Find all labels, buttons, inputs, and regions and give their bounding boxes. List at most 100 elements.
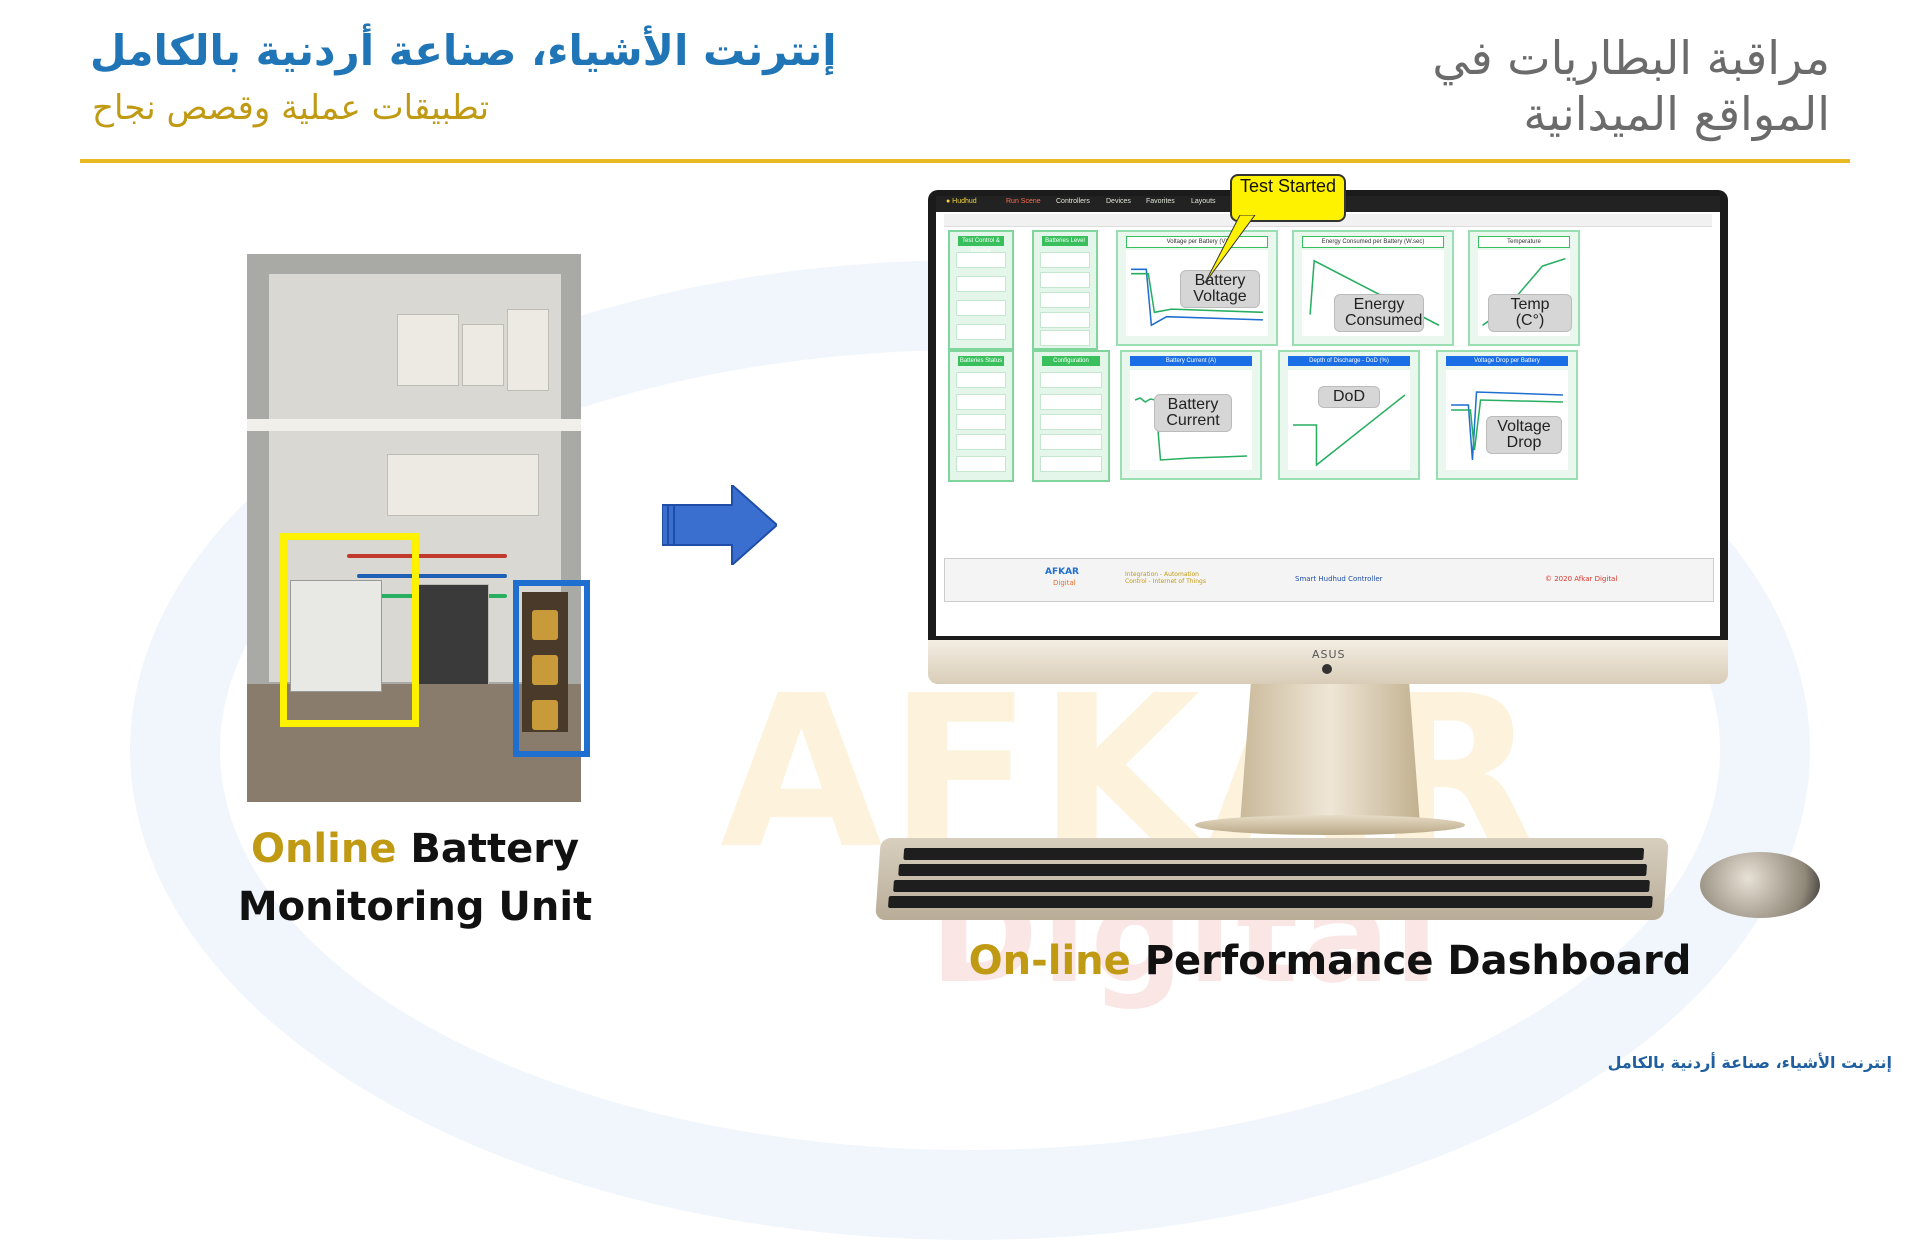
panel-field — [956, 434, 1006, 450]
monitor-base — [1195, 815, 1465, 835]
nav-item[interactable]: Run Scene — [1006, 198, 1041, 205]
panel-field — [956, 414, 1006, 430]
brand-name: AFKAR — [1045, 567, 1079, 577]
left-caption-line1: Online Battery — [215, 820, 615, 878]
nav-logo: ● Hudhud — [946, 198, 977, 205]
left-caption-highlight: Online — [250, 826, 397, 872]
chart-panel-voltage: Voltage per Battery (V) Battery Voltage — [1116, 230, 1278, 346]
left-caption: Online Battery Monitoring Unit — [215, 820, 615, 936]
panel-title: Energy Consumed per Battery (W.sec) — [1302, 236, 1444, 248]
left-caption-line2: Monitoring Unit — [237, 884, 593, 930]
shunt-resistor — [532, 700, 558, 730]
chart-label: Temp (C°) — [1488, 294, 1572, 332]
panel-field — [1040, 272, 1090, 288]
footer-tagline-arabic: إنترنت الأشياء، صناعة أردنية بالكامل — [1607, 1053, 1892, 1072]
chart-panel-dod: Depth of Discharge - DoD (%) DoD — [1278, 350, 1420, 480]
terminal-block — [417, 584, 489, 686]
left-caption-rest: Battery — [396, 826, 580, 872]
panel-field — [1040, 330, 1090, 346]
panel-field[interactable] — [956, 372, 1006, 388]
keyboard-key-row — [887, 896, 1653, 908]
keyboard-key-row — [903, 848, 1645, 860]
panel-configuration: Configuration — [1032, 350, 1110, 482]
chart-panel-energy: Energy Consumed per Battery (W.sec) Ener… — [1292, 230, 1454, 346]
monitoring-unit-highlight — [280, 533, 419, 727]
chart-label: Battery Voltage — [1180, 270, 1260, 308]
chart-panel-temperature: Temperature Temp (C°) — [1468, 230, 1580, 346]
cabinet-wire — [357, 574, 507, 578]
slide-subtitle-arabic: تطبيقات عملية وقصص نجاح — [92, 88, 490, 128]
slide-heading-arabic: مراقبة البطاريات في المواقع الميدانية — [1270, 30, 1830, 142]
shunt-resistor — [532, 655, 558, 685]
monitor-chin — [928, 640, 1728, 684]
monitoring-unit-module — [290, 580, 382, 692]
slide-heading-line2: المواقع الميدانية — [1523, 87, 1830, 141]
panel-field[interactable] — [956, 300, 1006, 316]
panel-field[interactable] — [1040, 394, 1102, 410]
panel-title: Depth of Discharge - DoD (%) — [1288, 356, 1410, 366]
panel-field — [956, 394, 1006, 410]
right-caption-rest: Performance Dashboard — [1130, 938, 1692, 984]
panel-title: Battery Current (A) — [1130, 356, 1252, 366]
dod-line-chart — [1293, 394, 1406, 467]
panel-field[interactable] — [1040, 372, 1102, 388]
chart-panel-voltage-drop: Voltage Drop per Battery Voltage Drop — [1436, 350, 1578, 480]
panel-batteries-status: Batteries Status — [948, 350, 1014, 482]
brand-sub: Digital — [1053, 579, 1076, 587]
nav-item[interactable]: Controllers — [1056, 198, 1090, 205]
chart-area — [1288, 370, 1410, 470]
mouse — [1700, 852, 1820, 918]
panel-title: Test Control & Monitor — [958, 236, 1004, 254]
callout-pointer-icon — [1204, 215, 1256, 284]
panel-field[interactable] — [1040, 414, 1102, 430]
nav-item[interactable]: Favorites — [1146, 198, 1175, 205]
footer-center-text: Smart Hudhud Controller — [1295, 575, 1383, 583]
panel-field — [1040, 312, 1090, 328]
keyboard — [875, 838, 1669, 920]
right-caption-highlight: On-line — [968, 938, 1131, 984]
panel-title: Batteries Status — [958, 356, 1004, 366]
panel-field — [1040, 292, 1090, 308]
header-divider — [80, 159, 1850, 163]
footer-right-text: © 2020 Afkar Digital — [1545, 575, 1618, 583]
chart-label: DoD — [1318, 386, 1380, 408]
resistor-highlight — [513, 580, 590, 757]
panel-field[interactable] — [956, 324, 1006, 340]
chart-label: Battery Current — [1154, 394, 1232, 432]
monitor-brand: ASUS — [1312, 648, 1346, 661]
chart-label: Energy Consumed — [1334, 294, 1424, 332]
voltage-line-chart — [1131, 268, 1263, 327]
brand-tagline: Integration - Automation Control - Inter… — [1125, 571, 1206, 585]
cabinet-device — [462, 324, 504, 386]
dashboard-footer: AFKAR Digital Integration - Automation C… — [944, 558, 1714, 602]
panel-field[interactable] — [956, 252, 1006, 268]
chart-panel-current: Battery Current (A) Battery Current — [1120, 350, 1262, 480]
keyboard-key-row — [898, 864, 1648, 876]
panel-field — [956, 456, 1006, 472]
panel-title: Voltage Drop per Battery — [1446, 356, 1568, 366]
panel-field[interactable] — [1040, 456, 1102, 472]
cabinet-shelf — [247, 419, 581, 431]
panel-field[interactable] — [1040, 434, 1102, 450]
nav-item[interactable]: Devices — [1106, 198, 1131, 205]
panel-batteries-level: Batteries Level — [1032, 230, 1098, 350]
panel-field[interactable] — [956, 276, 1006, 292]
voltage-drop-line-chart — [1451, 391, 1563, 461]
monitor-stand — [1240, 684, 1420, 824]
breaker-row — [387, 454, 539, 516]
camera-icon — [1322, 664, 1332, 674]
cabinet-device — [397, 314, 459, 386]
nav-item[interactable]: Layouts — [1191, 198, 1216, 205]
slide-title-arabic: إنترنت الأشياء، صناعة أردنية بالكامل — [90, 26, 837, 75]
panel-field — [1040, 252, 1090, 268]
slide-heading-line1: مراقبة البطاريات في — [1432, 31, 1830, 85]
panel-title: Batteries Level — [1042, 236, 1088, 246]
panel-title: Configuration — [1042, 356, 1100, 366]
shunt-resistor — [532, 610, 558, 640]
test-started-callout: Test Started — [1230, 174, 1346, 222]
right-caption: On-line Performance Dashboard — [940, 938, 1720, 984]
panel-title: Temperature — [1478, 236, 1570, 248]
keyboard-key-row — [893, 880, 1650, 892]
cabinet-device — [507, 309, 549, 391]
dashboard-screen: ● Hudhud Run Scene Controllers Devices F… — [936, 196, 1720, 636]
